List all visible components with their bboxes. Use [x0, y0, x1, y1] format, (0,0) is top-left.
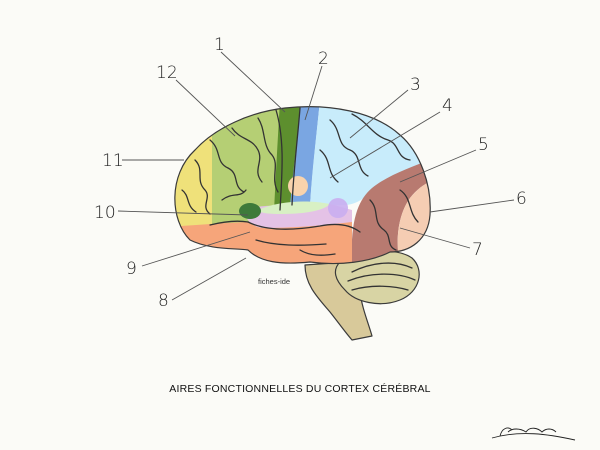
number-labels: 1 2 3 4 5 6 7 8 9 10 11 12 — [94, 35, 527, 311]
wernicke-area — [328, 198, 348, 218]
taste-area — [288, 176, 308, 196]
label-9: 9 — [126, 259, 137, 279]
cortex-outline — [174, 106, 431, 265]
signature-mark — [491, 427, 576, 441]
label-4: 4 — [442, 96, 453, 116]
label-5: 5 — [478, 135, 489, 155]
insula-band — [258, 201, 330, 214]
label-8: 8 — [158, 291, 169, 311]
label-1: 1 — [214, 35, 225, 55]
temporal-lobe — [174, 216, 352, 264]
sulci — [181, 107, 419, 256]
occipital-inner — [351, 155, 431, 264]
label-7: 7 — [472, 240, 483, 260]
broca-area — [239, 203, 261, 219]
label-12: 12 — [156, 63, 178, 83]
leader-lines — [117, 51, 515, 301]
label-11: 11 — [102, 151, 124, 171]
label-6: 6 — [516, 189, 527, 209]
diagram-caption: AIRES FONCTIONNELLES DU CORTEX CÉRÉBRAL — [169, 382, 430, 395]
prefrontal-area — [174, 106, 212, 264]
cerebellum-folia — [347, 262, 416, 291]
label-2: 2 — [318, 49, 329, 69]
watermark-text: fiches-ide — [258, 277, 290, 286]
label-10: 10 — [94, 203, 116, 223]
label-3: 3 — [410, 75, 421, 95]
